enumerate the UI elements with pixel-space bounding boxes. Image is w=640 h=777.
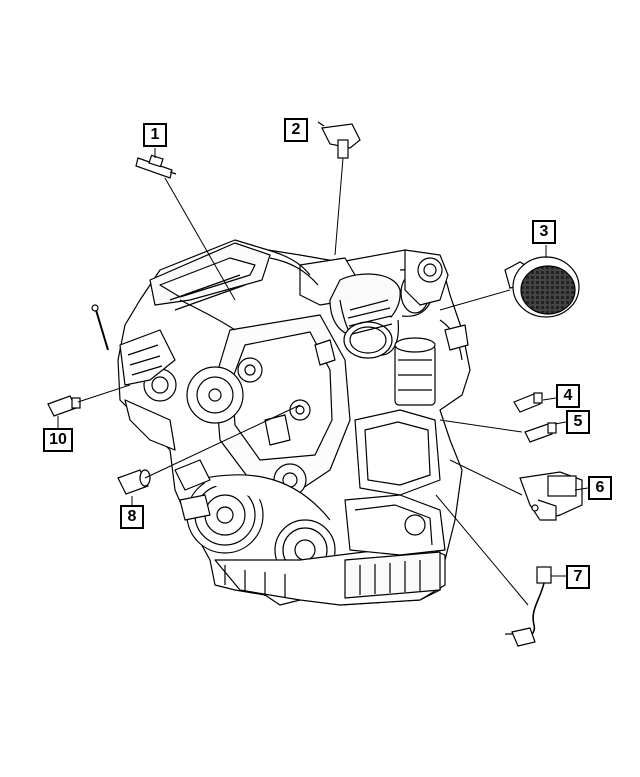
part-8-sensor [117,469,151,495]
part-10-sensor [47,395,81,417]
callout-7: 7 [566,565,590,589]
callout-2: 2 [284,118,308,142]
part-6-bracket-sensor [519,471,583,521]
callout-1: 1 [143,123,167,147]
engine-assembly [91,239,471,606]
part-3-mass-airflow-sensor [504,256,580,318]
callout-8: 8 [120,505,144,529]
callout-5: 5 [566,410,590,434]
oil-filter-housing [394,337,436,406]
leader-lines [57,148,589,606]
part-2-sensor [317,121,361,159]
part-5-sensor [524,422,557,443]
callout-3: 3 [532,220,556,244]
callout-10: 10 [43,428,73,452]
callout-4: 4 [556,384,580,408]
callout-6: 6 [588,476,612,500]
part-7-harness-sensor [505,566,552,647]
part-1-sensor [135,154,177,179]
part-4-sensor [513,392,543,413]
